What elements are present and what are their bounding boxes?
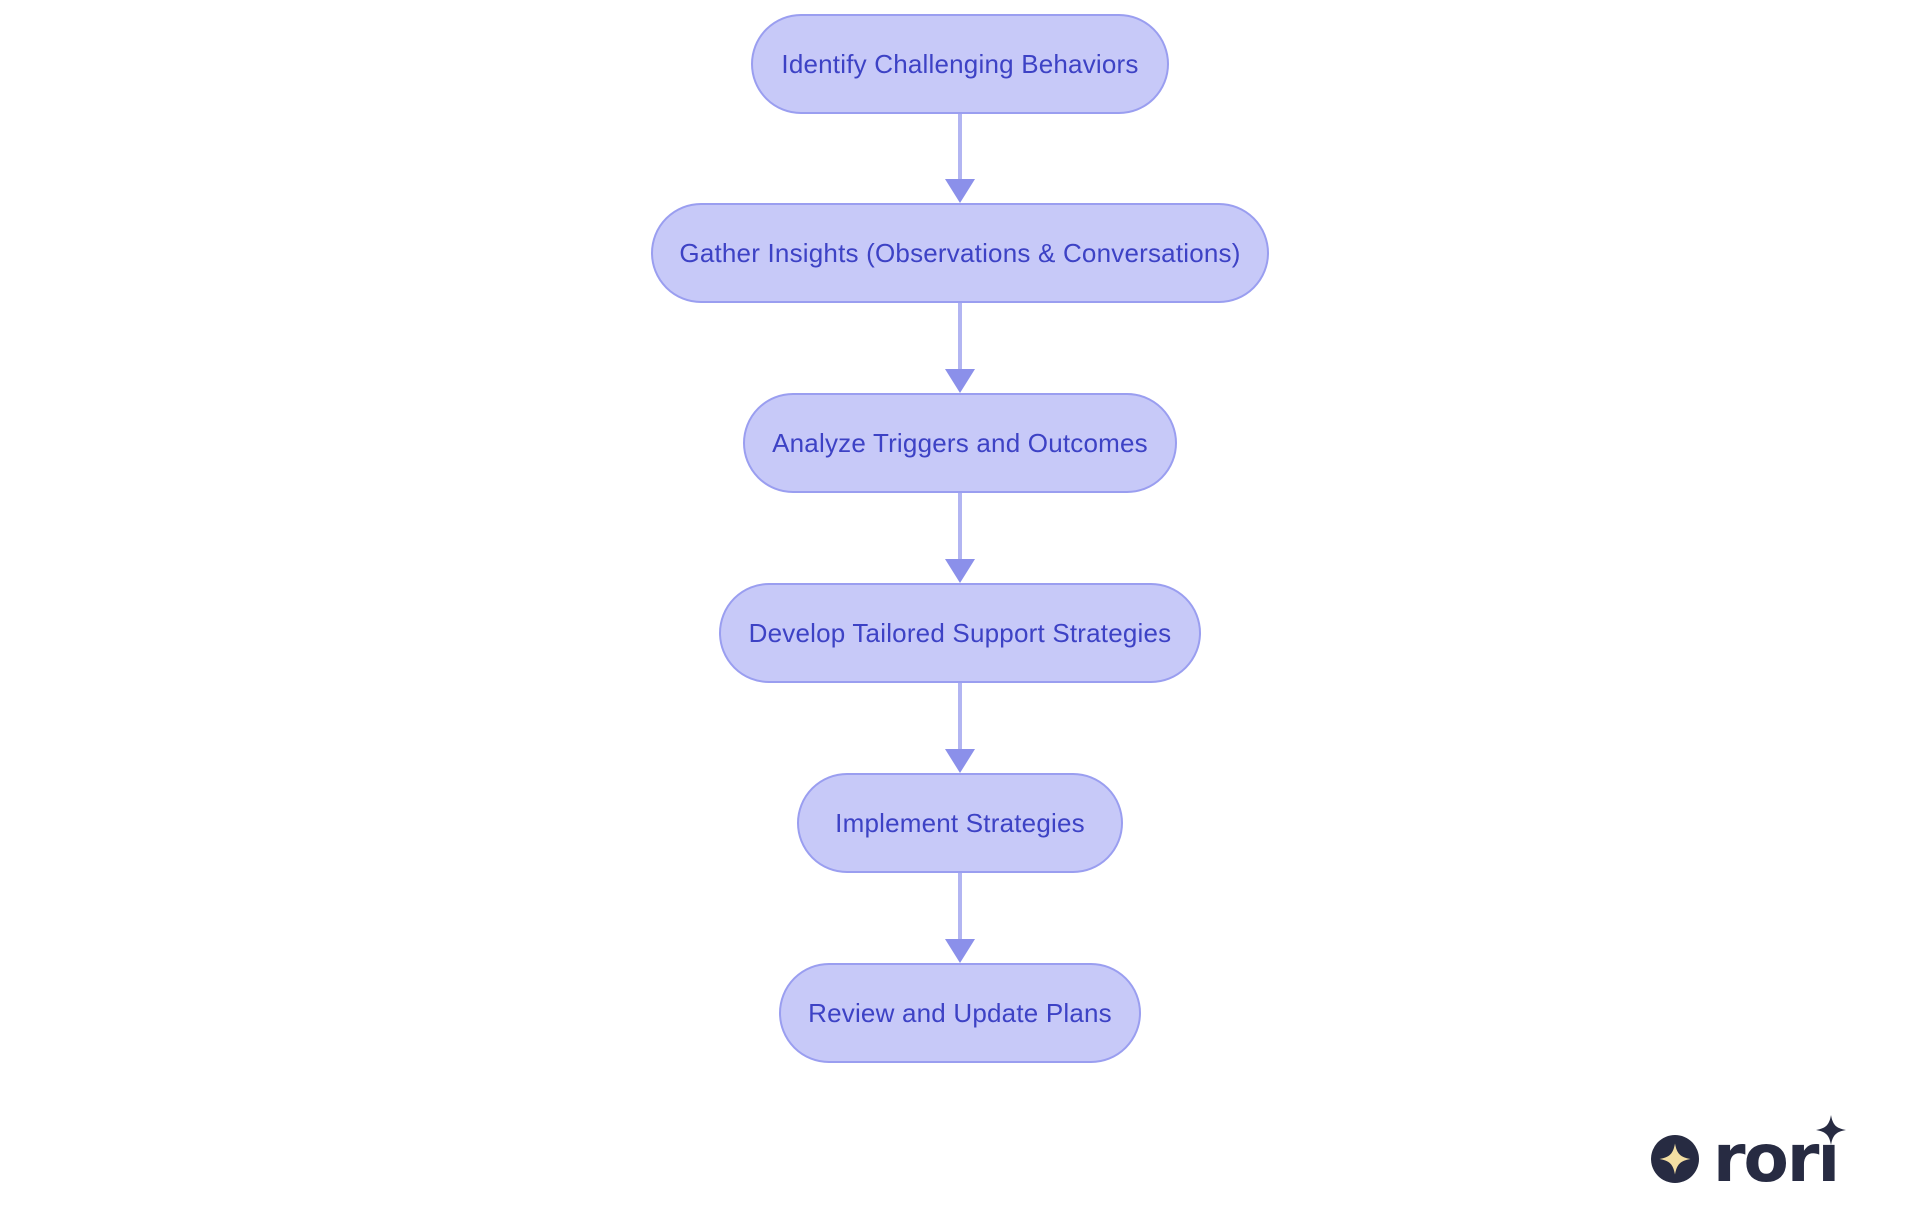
rori-logo: rorı [1650,1112,1847,1206]
flow-node-step4: Develop Tailored Support Strategies [719,583,1201,683]
arrow-line [958,493,962,559]
flow-node-label: Gather Insights (Observations & Conversa… [679,238,1241,268]
badge-star [1659,1143,1691,1175]
arrow-line [958,683,962,749]
flow-arrow-step1-step2 [945,114,975,203]
flow-node-label: Analyze Triggers and Outcomes [772,428,1148,458]
flow-node-label: Review and Update Plans [808,998,1112,1028]
arrow-line [958,303,962,369]
flow-node-label: Identify Challenging Behaviors [781,49,1139,79]
brand-wordmark: rorı [1713,1119,1840,1197]
sparkle-badge-icon [1651,1135,1699,1183]
flow-node-step1: Identify Challenging Behaviors [751,14,1169,114]
flow-node-step6: Review and Update Plans [779,963,1141,1063]
flow-node-step2: Gather Insights (Observations & Conversa… [651,203,1269,303]
flow-arrow-step2-step3 [945,303,975,393]
arrowhead-icon [945,749,975,773]
arrowhead-icon [945,369,975,393]
arrow-line [958,873,962,939]
flow-node-label: Implement Strategies [835,808,1085,838]
brand-wordmark-wrap: rorı [1713,1114,1847,1197]
arrowhead-icon [945,939,975,963]
arrowhead-icon [945,179,975,203]
flow-arrow-step3-step4 [945,493,975,583]
arrowhead-icon [945,559,975,583]
i-dot-star-shape [1816,1114,1847,1145]
flow-arrow-step4-step5 [945,683,975,773]
flow-arrow-step5-step6 [945,873,975,963]
flow-node-label: Develop Tailored Support Strategies [748,618,1172,648]
arrow-line [958,114,962,179]
flow-node-step3: Analyze Triggers and Outcomes [743,393,1177,493]
flow-node-step5: Implement Strategies [797,773,1123,873]
i-dot-star-icon [1816,1114,1847,1145]
